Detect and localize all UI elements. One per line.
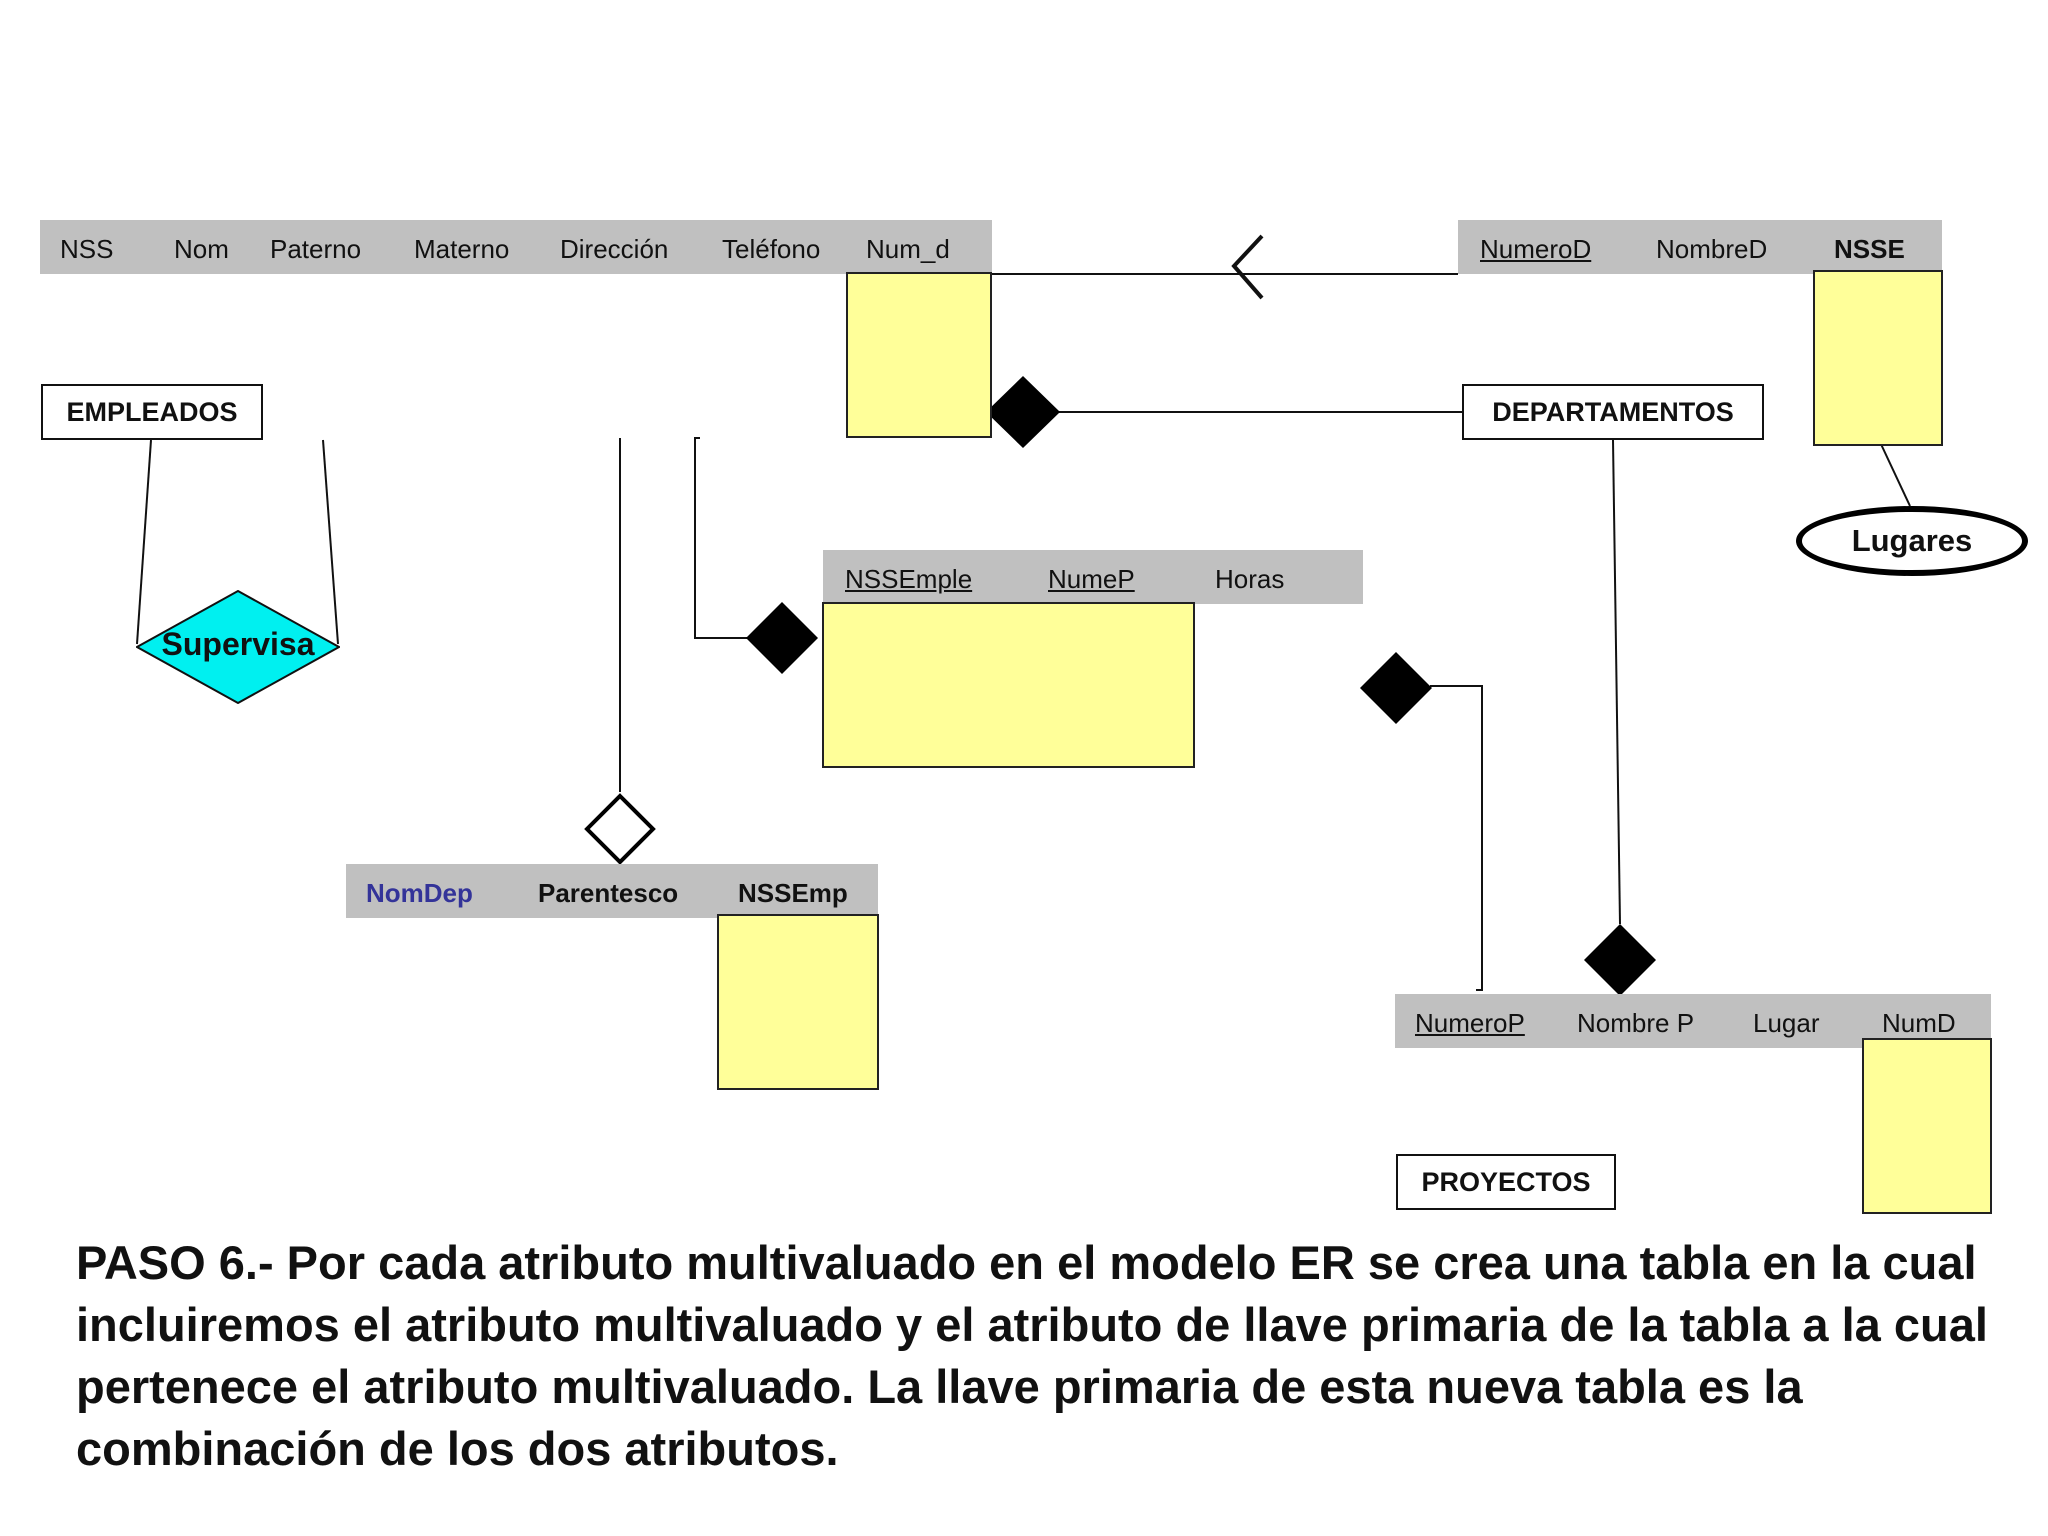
connector-line	[1612, 439, 1621, 925]
field-numd: NumD	[1882, 1008, 1956, 1038]
field-numerop: NumeroP	[1415, 1008, 1525, 1038]
trabaja-header: NSSEmple NumeP Horas	[823, 550, 1363, 604]
lugares-label: Lugares	[1851, 523, 1973, 558]
arrow-head-icon	[1231, 234, 1264, 300]
field-numerod: NumeroD	[1480, 234, 1592, 264]
lugares-attribute: Lugares	[1796, 506, 2028, 576]
connector-line	[694, 437, 748, 639]
filled-diamond-icon	[1584, 924, 1656, 996]
field-horas: Horas	[1215, 564, 1285, 594]
connector-line	[322, 439, 339, 645]
hollow-diamond-icon	[584, 793, 656, 865]
proyectos-label: PROYECTOS	[1396, 1154, 1616, 1210]
numd-note	[1862, 1038, 1992, 1214]
dependientes-header: NomDep Parentesco NSSEmp	[346, 864, 878, 918]
trabaja-note	[822, 602, 1195, 768]
field-lugar: Lugar	[1753, 1008, 1820, 1038]
connector-line	[1879, 441, 1911, 507]
num-d-note	[846, 272, 992, 438]
field-nssemp: NSSEmp	[738, 878, 848, 908]
field-nssemple: NSSEmple	[845, 564, 973, 594]
step-caption: PASO 6.- Por cada atributo multivaluado …	[76, 1236, 1988, 1475]
field-nomdep: NomDep	[366, 878, 473, 908]
field-nsse: NSSE	[1834, 234, 1905, 264]
field-nombre-p: Nombre P	[1577, 1008, 1695, 1038]
field-nombred: NombreD	[1656, 234, 1768, 264]
nssemp-note	[717, 914, 879, 1090]
filled-diamond-icon	[1360, 652, 1432, 724]
supervisa-label: Supervisa	[161, 626, 315, 662]
supervisa-relationship	[136, 590, 340, 704]
departamentos-label: DEPARTAMENTOS	[1462, 384, 1764, 440]
field-direccion: Dirección	[560, 234, 669, 264]
empleados-header: NSS Nom Paterno Materno Dirección Teléfo…	[40, 220, 992, 274]
field-num-d: Num_d	[866, 234, 950, 264]
connector-line	[136, 439, 152, 645]
field-materno: Materno	[414, 234, 510, 264]
field-telefono: Teléfono	[722, 234, 821, 264]
nsse-note	[1813, 270, 1943, 446]
filled-diamond-icon	[746, 602, 818, 674]
empleados-label: EMPLEADOS	[41, 384, 263, 440]
departamentos-header: NumeroD NombreD NSSE	[1458, 220, 1942, 274]
field-parentesco: Parentesco	[538, 878, 679, 908]
field-paterno: Paterno	[270, 234, 362, 264]
connector-line	[1430, 685, 1483, 991]
field-numep: NumeP	[1048, 564, 1135, 594]
field-nss: NSS	[60, 234, 114, 264]
filled-diamond-icon	[986, 376, 1060, 448]
field-nom: Nom	[174, 234, 229, 264]
